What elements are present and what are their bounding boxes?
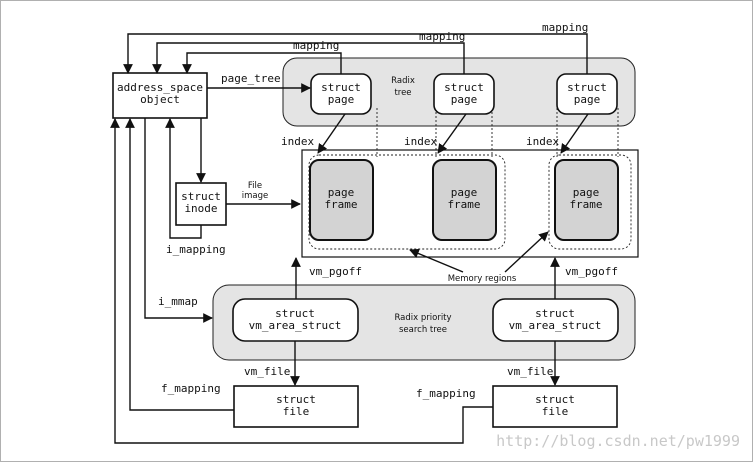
page-frame-3 xyxy=(554,159,619,241)
struct-file-box-1 xyxy=(233,385,359,428)
file-image-label-2: image xyxy=(242,191,268,201)
mapping-arrow-3 xyxy=(123,33,588,74)
index-arrow-2 xyxy=(437,113,467,154)
mapping-arrow-1 xyxy=(182,52,342,74)
mapping-label-1: mapping xyxy=(293,39,339,52)
struct-page-2-label: struct xyxy=(444,81,484,94)
struct-page-1-label-2: page xyxy=(328,93,355,106)
page-frame-dotted-link xyxy=(376,108,619,157)
vm-file-label-2: vm_file xyxy=(507,365,553,378)
vm-pgoff-label-2: vm_pgoff xyxy=(565,265,618,278)
mapping-arrow-2 xyxy=(152,42,465,74)
struct-file-2-label: struct xyxy=(535,393,575,406)
memory-regions-label: Memory regions xyxy=(448,274,517,284)
f-mapping-arrow-2 xyxy=(110,118,493,444)
vm-pgoff-label-1: vm_pgoff xyxy=(309,265,362,278)
index-label-1: index xyxy=(281,135,314,148)
memory-regions-arrow-1 xyxy=(409,248,464,273)
struct-file-box-2 xyxy=(492,385,618,428)
memory-regions-arrow-2 xyxy=(504,231,549,273)
page-frame-1-label-2: frame xyxy=(324,198,357,211)
page-frame-3-label-2: frame xyxy=(569,198,602,211)
struct-page-3-label: struct xyxy=(567,81,607,94)
page-frame-2-label-2: frame xyxy=(447,198,480,211)
address-space-label-2: object xyxy=(140,93,180,106)
page-frame-2-label: page xyxy=(451,186,478,199)
index-arrow-3 xyxy=(560,113,589,154)
struct-inode-box xyxy=(175,182,227,226)
struct-page-2-label-2: page xyxy=(451,93,478,106)
f-mapping-label-2: f_mapping xyxy=(416,387,476,400)
struct-page-1-label: struct xyxy=(321,81,361,94)
struct-file-2-label-2: file xyxy=(542,405,569,418)
page-frame-1-label: page xyxy=(328,186,355,199)
f-mapping-arrow-1 xyxy=(125,118,234,411)
vm-file-label-1: vm_file xyxy=(244,365,290,378)
i-mmap-label: i_mmap xyxy=(158,295,198,308)
watermark-text: http://blog.csdn.net/pw1999 xyxy=(496,432,740,450)
struct-page-3-label-2: page xyxy=(574,93,601,106)
page-frame-3-label: page xyxy=(573,186,600,199)
struct-inode-label: struct xyxy=(181,190,221,203)
struct-inode-label-2: inode xyxy=(184,202,217,215)
radix-tree-label-1: Radix xyxy=(391,76,415,86)
vm-area-struct-1-label: struct xyxy=(275,307,315,320)
vm-area-struct-1-label-2: vm_area_struct xyxy=(249,319,342,332)
page-tree-label: page_tree xyxy=(221,72,281,85)
page-frame-2 xyxy=(432,159,497,241)
page-frame-1 xyxy=(309,159,374,241)
i-mapping-label: i_mapping xyxy=(166,243,226,256)
file-image-label-1: File xyxy=(248,181,262,191)
struct-file-1-label-2: file xyxy=(283,405,310,418)
index-arrow-1 xyxy=(317,113,346,154)
index-label-2: index xyxy=(404,135,437,148)
f-mapping-label-1: f_mapping xyxy=(161,382,221,395)
struct-file-1-label: struct xyxy=(276,393,316,406)
radix-priority-label-2: search tree xyxy=(399,325,447,335)
mapping-label-3: mapping xyxy=(542,21,588,34)
vm-area-struct-2-label-2: vm_area_struct xyxy=(509,319,602,332)
i-mmap-arrow xyxy=(144,118,213,323)
memory-region-outline-2 xyxy=(548,154,632,250)
i-mapping-arrow xyxy=(165,118,202,239)
mapping-label-2: mapping xyxy=(419,30,465,43)
vm-area-struct-2-label: struct xyxy=(535,307,575,320)
address-space-label: address_space xyxy=(117,81,203,94)
radix-tree-label-2: tree xyxy=(394,88,411,98)
radix-priority-label-1: Radix priority xyxy=(394,313,451,323)
index-label-3: index xyxy=(526,135,559,148)
